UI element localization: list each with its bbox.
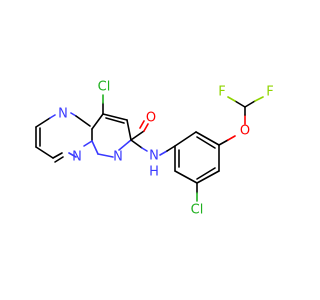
bond: [75, 115, 91, 127]
atom-n-bridge: N: [72, 150, 82, 165]
atom-labels: Cl N N N O N H F F O Cl: [58, 80, 274, 218]
molecule-canvas: Cl N N N O N H F F O Cl: [35, 79, 274, 218]
bond: [130, 139, 143, 149]
bond: [174, 131, 197, 147]
atom-o-carbonyl: O: [146, 111, 156, 126]
bond: [234, 100, 246, 108]
bond: [218, 139, 229, 146]
atom-h-amide: H: [149, 165, 159, 180]
bond: [52, 152, 63, 159]
bond: [70, 112, 77, 117]
bond: [196, 136, 216, 149]
bonds: [35, 94, 264, 202]
bond: [143, 123, 149, 132]
molecule-structure: Cl N N N O N H F F O Cl: [35, 80, 274, 218]
atom-cl-top: Cl: [98, 80, 111, 95]
bond: [174, 170, 198, 184]
bond: [130, 130, 145, 141]
bond: [35, 146, 54, 159]
bond: [97, 153, 114, 158]
bond: [49, 114, 56, 119]
bond: [196, 170, 220, 184]
bond: [159, 150, 168, 156]
bond: [139, 120, 145, 129]
atom-f-left: F: [218, 85, 225, 100]
bond: [54, 156, 64, 163]
atom-cl-bottom: Cl: [191, 203, 204, 218]
atom-n-amide: N: [149, 149, 159, 164]
bond: [83, 140, 93, 147]
atom-o-ether: O: [240, 124, 250, 139]
bond: [196, 167, 216, 180]
bond: [68, 152, 77, 158]
bond: [91, 113, 104, 130]
bond: [141, 147, 148, 152]
bond: [105, 117, 125, 124]
atom-f-right: F: [266, 85, 273, 100]
atom-n-ring: N: [58, 107, 68, 122]
atom-n-pyrazole: N: [113, 150, 123, 165]
bond: [118, 139, 132, 151]
bond: [227, 135, 236, 141]
bond: [166, 145, 176, 152]
bond: [254, 96, 264, 102]
bond: [195, 131, 220, 146]
bond: [35, 117, 51, 128]
bond: [102, 113, 128, 121]
bond: [244, 100, 256, 108]
bond: [227, 96, 236, 102]
bond: [126, 119, 132, 141]
bond: [91, 140, 99, 155]
